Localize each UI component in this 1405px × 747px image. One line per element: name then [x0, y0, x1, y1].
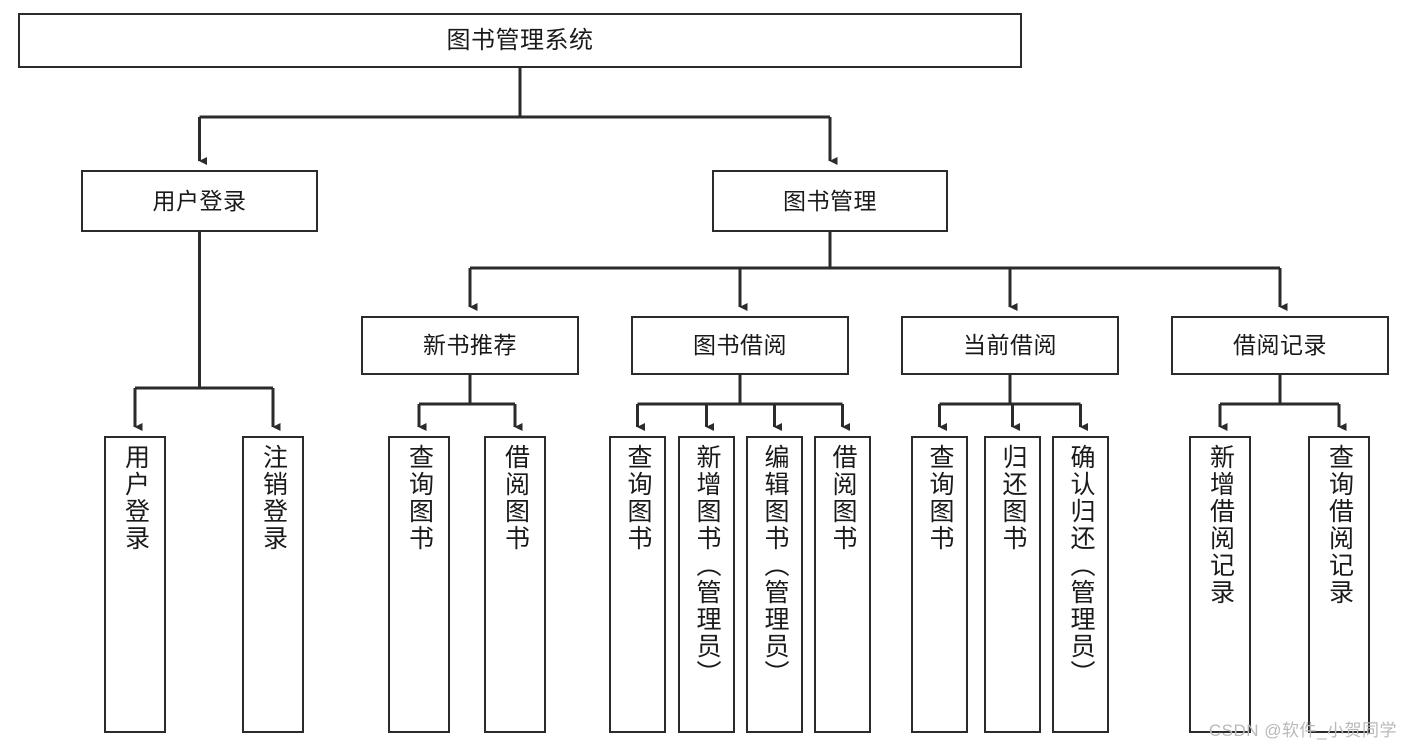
node-leaf-cur-return[interactable]: 归还图书 — [984, 436, 1041, 733]
node-leaf-nb-borrow[interactable]: 借阅图书 — [484, 436, 546, 733]
node-label-leaf-cur-query: 查询图书 — [926, 444, 954, 552]
node-leaf-bw-borrow[interactable]: 借阅图书 — [814, 436, 871, 733]
node-label-borrow: 图书借阅 — [693, 332, 787, 359]
node-borrow[interactable]: 图书借阅 — [631, 316, 849, 375]
node-leaf-rec-query[interactable]: 查询借阅记录 — [1308, 436, 1370, 733]
node-label-leaf-bw-edit: 编辑图书（管理员） — [761, 444, 789, 687]
node-label-login: 用户登录 — [152, 187, 247, 214]
node-label-leaf-rec-query: 查询借阅记录 — [1325, 444, 1354, 606]
node-leaf-bw-query[interactable]: 查询图书 — [609, 436, 666, 733]
node-root[interactable]: 图书管理系统 — [18, 13, 1022, 68]
node-label-leaf-bw-add: 新增图书（管理员） — [693, 444, 721, 687]
node-leaf-cur-confirm[interactable]: 确认归还（管理员） — [1052, 436, 1109, 733]
node-label-leaf-nb-query: 查询图书 — [405, 444, 434, 552]
node-records[interactable]: 借阅记录 — [1171, 316, 1389, 375]
node-leaf-rec-add[interactable]: 新增借阅记录 — [1189, 436, 1251, 733]
node-label-leaf-user-logout: 注销登录 — [259, 444, 288, 552]
node-label-leaf-rec-add: 新增借阅记录 — [1206, 444, 1235, 606]
node-newbook[interactable]: 新书推荐 — [361, 316, 579, 375]
node-leaf-user-logout[interactable]: 注销登录 — [242, 436, 304, 733]
node-leaf-nb-query[interactable]: 查询图书 — [388, 436, 450, 733]
node-label-root: 图书管理系统 — [446, 26, 594, 54]
node-label-leaf-bw-borrow: 借阅图书 — [829, 444, 857, 552]
node-label-newbook: 新书推荐 — [423, 332, 517, 359]
node-leaf-cur-query[interactable]: 查询图书 — [911, 436, 968, 733]
node-leaf-user-login[interactable]: 用户登录 — [104, 436, 166, 733]
node-current[interactable]: 当前借阅 — [901, 316, 1119, 375]
node-label-bookmgmt: 图书管理 — [783, 187, 877, 214]
node-label-records: 借阅记录 — [1233, 332, 1327, 359]
node-label-leaf-user-login: 用户登录 — [121, 444, 150, 552]
node-leaf-bw-edit[interactable]: 编辑图书（管理员） — [746, 436, 803, 733]
node-label-leaf-nb-borrow: 借阅图书 — [501, 444, 530, 552]
node-label-leaf-cur-return: 归还图书 — [999, 444, 1027, 552]
node-login[interactable]: 用户登录 — [81, 170, 318, 232]
node-label-current: 当前借阅 — [963, 332, 1057, 359]
node-leaf-bw-add[interactable]: 新增图书（管理员） — [678, 436, 735, 733]
node-bookmgmt[interactable]: 图书管理 — [712, 170, 948, 232]
node-label-leaf-bw-query: 查询图书 — [624, 444, 652, 552]
node-label-leaf-cur-confirm: 确认归还（管理员） — [1067, 444, 1095, 687]
